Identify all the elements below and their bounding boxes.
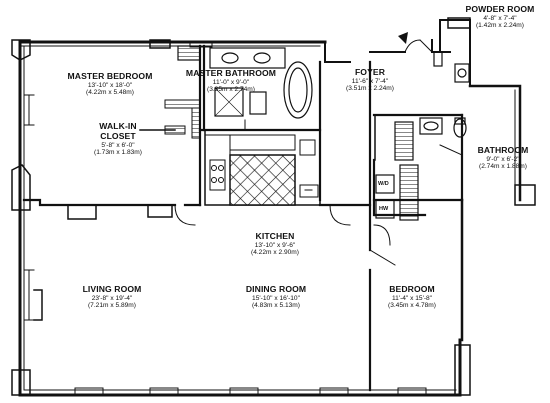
master-bathroom-label: MASTER BATHROOM 11'-0" x 9'-0" (3.35m x … [185, 68, 277, 94]
bedroom-label: BEDROOM 11'-4" x 15'-8" (3.45m x 4.78m) [387, 284, 437, 310]
master-bathroom-dims: 11'-0" x 9'-0" [212, 78, 250, 86]
doors [174, 39, 433, 246]
partitions [33, 204, 173, 321]
kitchen-metric: (4.22m x 2.90m) [250, 249, 300, 257]
powder-room-dims: 4'-8" x 7'-4" [483, 14, 517, 22]
closet-shelves [139, 99, 201, 139]
kitchen-dims: 13'-10" x 9'-6" [254, 241, 296, 249]
kitchen-label: KITCHEN 13'-10" x 9'-6" (4.22m x 2.90m) [250, 231, 300, 257]
washer-dryer-label: W/D [378, 181, 389, 187]
bathroom-metric: (2.74m x 1.88m) [478, 163, 528, 171]
bedroom-name: BEDROOM [389, 284, 435, 294]
structural-columns [11, 17, 536, 396]
kitchen-name: KITCHEN [255, 231, 295, 241]
master-bath-fixtures [177, 45, 313, 131]
bathroom-dims: 9'-0" x 6'-2" [486, 155, 520, 163]
dining-room-name: DINING ROOM [245, 284, 307, 294]
laundry-closets [369, 164, 419, 266]
bedroom-dims: 11'-4" x 15'-8" [391, 294, 433, 302]
master-bathroom-metric: (3.35m x 2.74m) [206, 86, 256, 94]
master-bathroom-name: MASTER BATHROOM [185, 68, 277, 78]
powder-room-fixtures [433, 51, 470, 83]
foyer-metric: (3.51m x 2.24m) [345, 85, 395, 93]
bathroom-label: BATHROOM 9'-0" x 6'-2" (2.74m x 1.88m) [477, 145, 529, 171]
walk-in-closet-dims: 5'-8" x 6'-0" [101, 141, 135, 149]
powder-room-label: POWDER ROOM 4'-8" x 7'-4" (1.42m x 2.24m… [465, 4, 535, 30]
powder-room-name: POWDER ROOM [465, 4, 535, 14]
dining-room-metric: (4.83m x 5.13m) [251, 302, 300, 310]
bathroom-fixtures [374, 114, 467, 161]
hot-water-label: HW [379, 206, 389, 212]
entry-arrow-icon [398, 32, 408, 44]
powder-room-metric: (1.42m x 2.24m) [475, 22, 524, 30]
foyer-dims: 11'-6" x 7'-4" [351, 77, 389, 85]
dining-room-label: DINING ROOM 15'-10" x 16'-10" (4.83m x 5… [245, 284, 307, 310]
bedroom-metric: (3.45m x 4.78m) [387, 302, 437, 310]
walk-in-closet-metric: (1.73m x 1.83m) [93, 149, 143, 157]
living-room-name: LIVING ROOM [82, 284, 142, 294]
master-bedroom-label: MASTER BEDROOM 13'-10" x 18'-0" (4.22m x… [67, 71, 153, 97]
master-bedroom-dims: 13'-10" x 18'-0" [87, 81, 133, 89]
living-room-label: LIVING ROOM 23'-8" x 19'-4" (7.21m x 5.8… [82, 284, 142, 310]
master-bedroom-name: MASTER BEDROOM [67, 71, 153, 81]
windows [23, 41, 427, 396]
walk-in-closet-label: WALK-IN CLOSET 5'-8" x 6'-0" (1.73m x 1.… [93, 121, 143, 157]
kitchen-cabinets [204, 129, 321, 206]
dining-room-dims: 15'-10" x 16'-10" [252, 294, 300, 302]
walk-in-closet-name-line2: CLOSET [100, 130, 136, 141]
walk-in-closet-name-line1: WALK-IN [99, 121, 137, 131]
living-room-dims: 23'-8" x 19'-4" [91, 294, 133, 302]
living-room-metric: (7.21m x 5.89m) [87, 302, 136, 310]
foyer-label: FOYER 11'-6" x 7'-4" (3.51m x 2.24m) [345, 67, 395, 93]
foyer-name: FOYER [354, 67, 386, 77]
bathroom-name: BATHROOM [477, 145, 529, 155]
master-bedroom-metric: (4.22m x 5.48m) [85, 89, 135, 97]
